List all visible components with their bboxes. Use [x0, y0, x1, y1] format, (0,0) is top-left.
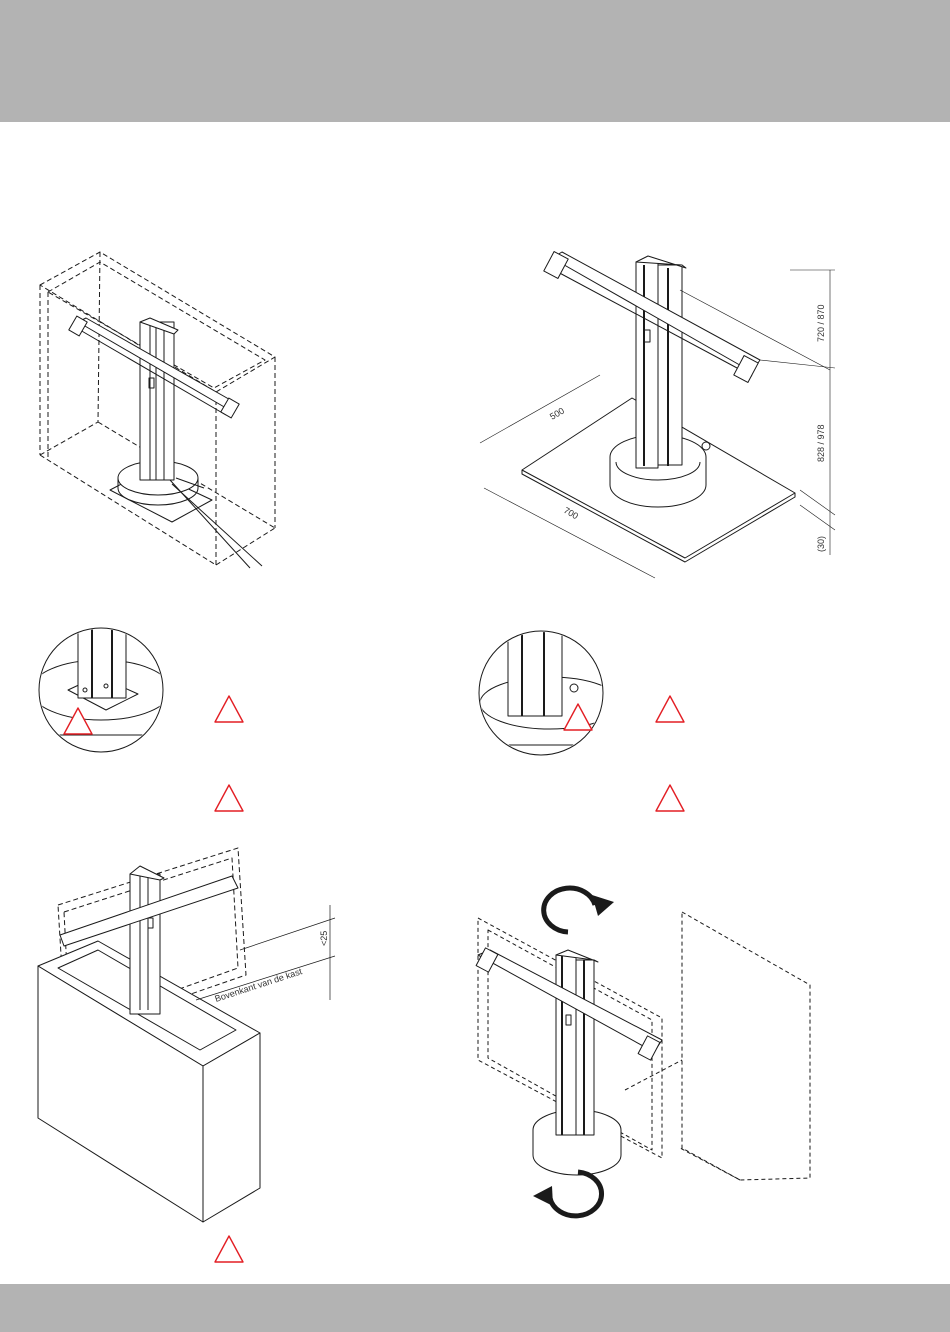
dim-plate-thickness: (30) — [816, 536, 826, 552]
dim-height-upper: 720 / 870 — [816, 304, 826, 342]
figure-cabinet-with-lift — [38, 848, 335, 1222]
dim-width: 700 — [562, 505, 580, 521]
dim-depth: 500 — [548, 406, 566, 422]
warning-triangle-icon — [656, 696, 684, 722]
lift-column — [556, 955, 576, 1135]
dim-height-lower: 828 / 978 — [816, 424, 826, 462]
figure-lift-dimensions — [480, 252, 835, 578]
warning-triangle-icon — [656, 785, 684, 811]
lift-column — [130, 874, 160, 1014]
figure-lift-in-cabinet — [40, 252, 275, 568]
rotate-counterclockwise-arrow-icon — [533, 1172, 602, 1216]
detail-circle-right — [478, 628, 620, 755]
figure-rotation — [476, 888, 810, 1216]
lift-column — [636, 262, 658, 468]
detail-circle-left — [30, 628, 171, 752]
warning-triangle-icon — [215, 785, 243, 811]
warning-triangle-icon — [215, 1236, 243, 1262]
dim-max-gap: <25 — [319, 931, 329, 946]
lift-column — [140, 322, 174, 480]
warning-triangle-icon — [215, 696, 243, 722]
rotate-clockwise-arrow-icon — [544, 888, 614, 932]
